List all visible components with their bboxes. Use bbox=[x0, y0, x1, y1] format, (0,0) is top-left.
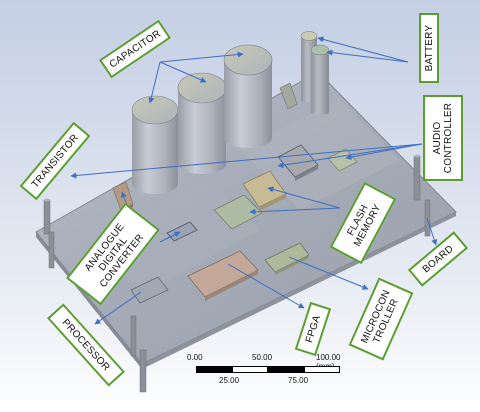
arrow-adc bbox=[159, 231, 181, 243]
arrow-audio-2 bbox=[345, 143, 423, 160]
leader-arrows bbox=[70, 36, 438, 325]
arrow-flash-2 bbox=[249, 207, 341, 215]
arrow-battery-2 bbox=[326, 49, 409, 63]
scale-tick-50: 50.00 bbox=[252, 353, 273, 362]
scale-segment-3 bbox=[268, 366, 304, 373]
arrow-microcontroller bbox=[288, 256, 369, 290]
arrow-transistor bbox=[70, 143, 423, 179]
board-components bbox=[112, 82, 358, 304]
scale-segment-1 bbox=[196, 366, 232, 373]
arrow-board bbox=[426, 217, 438, 246]
scale-tick-25: 25.00 bbox=[219, 376, 240, 385]
scale-segment-4 bbox=[304, 366, 340, 373]
arrow-flash-1 bbox=[267, 186, 341, 209]
arrow-battery-1 bbox=[317, 36, 409, 63]
scale-segment-2 bbox=[232, 366, 268, 373]
arrow-fpga bbox=[227, 263, 305, 309]
capacitors bbox=[131, 44, 273, 194]
arrow-capacitor-1 bbox=[148, 61, 161, 104]
scale-tick-0: 0.00 bbox=[187, 353, 203, 362]
label-battery: BATTERY bbox=[419, 13, 439, 83]
arrow-capacitor-2 bbox=[159, 61, 207, 83]
batteries bbox=[300, 31, 330, 115]
arrow-processor bbox=[94, 291, 142, 325]
scale-tick-75: 75.00 bbox=[288, 376, 309, 385]
arrow-capacitor-3 bbox=[159, 51, 244, 63]
scale-bar: 0.00 50.00 100.00 (mm) 25.00 75.00 bbox=[186, 353, 346, 393]
label-audio-controller: AUDIO CONTROLLER bbox=[423, 95, 463, 181]
